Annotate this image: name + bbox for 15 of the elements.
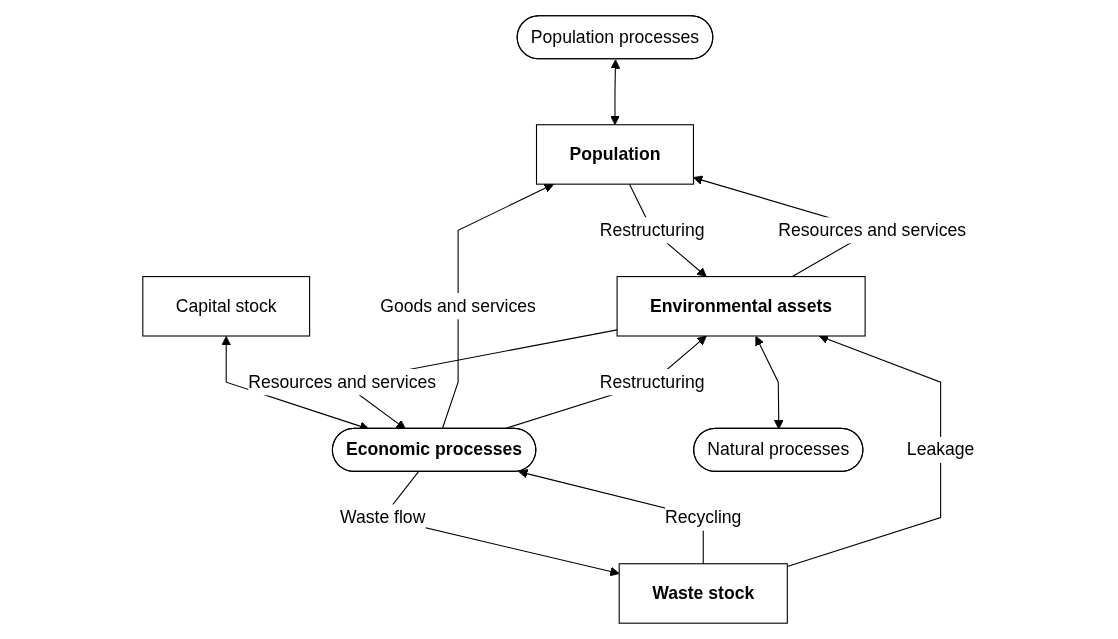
- node-box: Waste stock: [619, 563, 789, 624]
- edge-label: Goods and services: [380, 296, 537, 316]
- arrow: [755, 335, 784, 430]
- edge-label: Leakage: [907, 439, 975, 459]
- edge-label: Resources and services: [248, 372, 437, 392]
- edge-label: Resources and services: [778, 220, 967, 240]
- edge-label: Recycling: [665, 507, 742, 527]
- node-box: Environmental assets: [616, 276, 867, 337]
- arrow: [610, 59, 621, 126]
- edge-label: Restructuring: [600, 372, 705, 392]
- arrow: [442, 183, 555, 430]
- node-box: Population: [536, 124, 695, 185]
- node-box: Capital stock: [142, 276, 311, 337]
- edge-label: Restructuring: [600, 220, 705, 240]
- edge-label: Waste flow: [340, 507, 426, 527]
